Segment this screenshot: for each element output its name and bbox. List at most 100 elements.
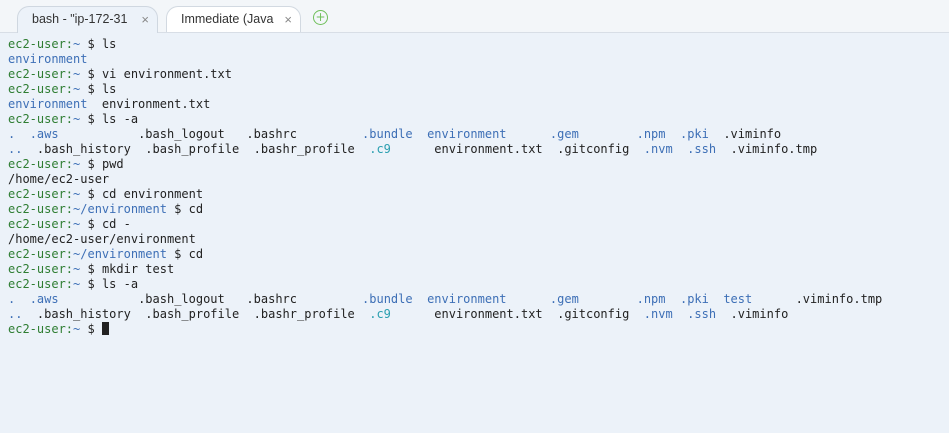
terminal-text: $ mkdir test — [80, 262, 175, 276]
add-tab-icon[interactable]: + — [313, 10, 328, 25]
terminal-line: environment environment.txt — [8, 97, 949, 112]
prompt-user: ec2-user: — [8, 262, 74, 276]
prompt-path: ~/environment — [73, 247, 167, 261]
prompt-path: ~ — [73, 322, 81, 336]
terminal-text — [709, 292, 723, 306]
terminal-text: .. — [8, 307, 23, 321]
terminal-text: .pki — [679, 127, 709, 141]
terminal-line: ec2-user:~ $ ls — [8, 82, 949, 97]
terminal-text: .c9 — [369, 142, 391, 156]
tab-bash-label: bash - "ip-172-31 — [32, 12, 128, 26]
terminal-text: .viminfo — [716, 307, 789, 321]
terminal-text: .pki — [679, 292, 709, 306]
terminal-text: $ ls — [80, 37, 117, 51]
terminal-line: .. .bash_history .bash_profile .bashr_pr… — [8, 142, 949, 157]
prompt-user: ec2-user: — [8, 112, 74, 126]
tab-bash[interactable]: bash - "ip-172-31 × — [17, 6, 158, 33]
terminal-text — [673, 142, 687, 156]
terminal-line: environment — [8, 52, 949, 67]
terminal-cursor — [101, 322, 109, 335]
prompt-user: ec2-user: — [8, 157, 74, 171]
terminal-text: .bash_history .bash_profile .bashr_profi… — [22, 307, 370, 321]
terminal-text: test — [723, 292, 753, 306]
terminal-text: /home/ec2-user — [8, 172, 110, 186]
terminal-line: . .aws .bash_logout .bashrc .bundle envi… — [8, 292, 949, 307]
prompt-path: ~ — [73, 262, 81, 276]
terminal-text — [413, 127, 427, 141]
prompt-path: ~ — [73, 82, 81, 96]
terminal-line: ec2-user:~/environment $ cd — [8, 247, 949, 262]
close-icon[interactable]: × — [141, 12, 149, 27]
terminal-text — [507, 127, 550, 141]
terminal-text: .viminfo.tmp — [752, 292, 883, 306]
prompt-user: ec2-user: — [8, 247, 74, 261]
prompt-user: ec2-user: — [8, 37, 74, 51]
terminal-text: environment — [427, 292, 507, 306]
terminal-text — [413, 292, 427, 306]
terminal-text: .npm — [636, 127, 666, 141]
terminal-text: .c9 — [369, 307, 391, 321]
terminal-text: environment — [8, 52, 88, 66]
terminal-line: ec2-user:~/environment $ cd — [8, 202, 949, 217]
terminal-text: .bash_logout .bashrc — [58, 292, 363, 306]
prompt-path: ~/environment — [73, 202, 167, 216]
prompt-path: ~ — [73, 187, 81, 201]
terminal-line: ec2-user:~ $ ls -a — [8, 112, 949, 127]
terminal-text — [666, 127, 680, 141]
terminal-line: /home/ec2-user — [8, 172, 949, 187]
tab-immediate[interactable]: Immediate (Java × — [166, 6, 301, 32]
prompt-user: ec2-user: — [8, 322, 74, 336]
terminal-text: .ssh — [687, 142, 717, 156]
terminal-line: ec2-user:~ $ mkdir test — [8, 262, 949, 277]
terminal-text: .npm — [636, 292, 666, 306]
prompt-path: ~ — [73, 277, 81, 291]
terminal-text — [579, 127, 637, 141]
terminal-text: .. — [8, 142, 23, 156]
terminal-text — [15, 292, 29, 306]
terminal-text: .aws — [29, 292, 59, 306]
terminal-text: $ ls -a — [80, 112, 139, 126]
terminal-text: .viminfo.tmp — [716, 142, 818, 156]
terminal-text: $ cd - — [80, 217, 131, 231]
terminal-text: $ ls — [80, 82, 117, 96]
terminal-text: .gem — [549, 292, 579, 306]
prompt-path: ~ — [73, 67, 81, 81]
terminal-text: $ — [80, 322, 102, 336]
terminal-text: .aws — [29, 127, 59, 141]
terminal-text: .nvm — [643, 142, 673, 156]
prompt-user: ec2-user: — [8, 277, 74, 291]
terminal-text: . — [8, 127, 16, 141]
terminal-text: $ cd environment — [80, 187, 204, 201]
terminal-text: .viminfo — [708, 127, 782, 141]
terminal-text — [673, 307, 687, 321]
terminal-line: /home/ec2-user/environment — [8, 232, 949, 247]
terminal-text — [507, 292, 550, 306]
prompt-user: ec2-user: — [8, 67, 74, 81]
prompt-user: ec2-user: — [8, 82, 74, 96]
terminal-text: $ ls -a — [80, 277, 139, 291]
terminal-text: $ cd — [166, 247, 204, 261]
terminal-text: .bundle — [362, 127, 413, 141]
tab-immediate-label: Immediate (Java — [181, 12, 274, 26]
terminal-text: environment — [427, 127, 507, 141]
terminal-text: .gem — [549, 127, 579, 141]
prompt-path: ~ — [73, 217, 81, 231]
tab-bar: bash - "ip-172-31 × Immediate (Java × + — [0, 0, 949, 33]
prompt-path: ~ — [73, 157, 81, 171]
terminal-line: . .aws .bash_logout .bashrc .bundle envi… — [8, 127, 949, 142]
terminal-text: environment.txt — [87, 97, 211, 111]
terminal-line: ec2-user:~ $ ls — [8, 37, 949, 52]
terminal-text: $ vi environment.txt — [80, 67, 232, 81]
close-icon[interactable]: × — [284, 12, 292, 27]
terminal-text — [579, 292, 637, 306]
terminal-line: ec2-user:~ $ — [8, 322, 949, 337]
prompt-user: ec2-user: — [8, 187, 74, 201]
terminal-line: ec2-user:~ $ cd - — [8, 217, 949, 232]
prompt-user: ec2-user: — [8, 202, 74, 216]
terminal-text: environment.txt .gitconfig — [390, 307, 644, 321]
terminal-line: ec2-user:~ $ vi environment.txt — [8, 67, 949, 82]
terminal-line: ec2-user:~ $ cd environment — [8, 187, 949, 202]
terminal-line: .. .bash_history .bash_profile .bashr_pr… — [8, 307, 949, 322]
terminal-line: ec2-user:~ $ ls -a — [8, 277, 949, 292]
